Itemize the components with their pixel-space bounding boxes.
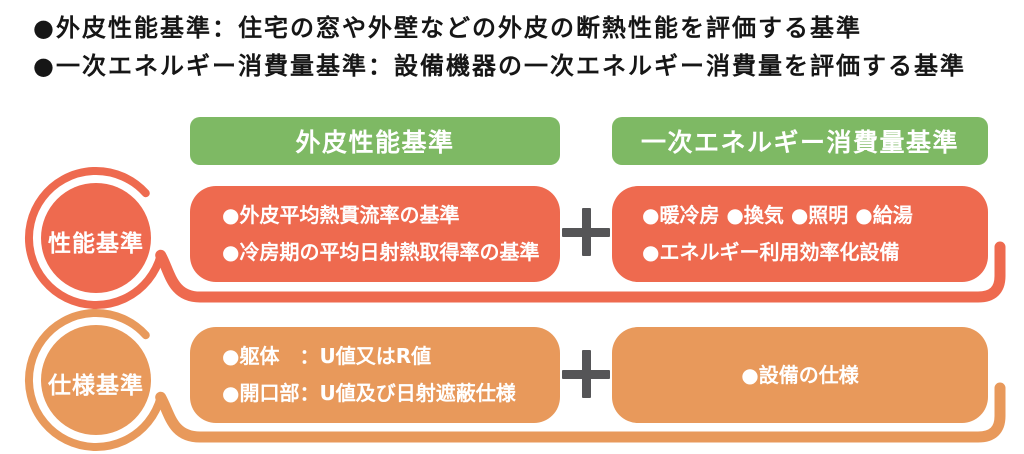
row2-equipment-item-1: ●設備の仕様 (741, 362, 859, 387)
row2-label-circle (41, 325, 151, 435)
row2-bracket-line (155, 382, 1006, 443)
row1-envelope-item-2: ●冷房期の平均日射熱取得率の基準 (222, 240, 540, 264)
row1-label-circle (41, 183, 151, 293)
row2-equipment-box: ●設備の仕様 (612, 327, 988, 423)
plus-icon (562, 208, 610, 256)
plus-icon-bar (581, 208, 591, 256)
intro-bullet-primary-energy: ●一次エネルギー消費量基準：設備機器の一次エネルギー消費量を評価する基準 (33, 52, 966, 80)
row1-ring-arc (25, 167, 165, 309)
row1-envelope-box: ●外皮平均熱貫流率の基準 ●冷房期の平均日射熱取得率の基準 (190, 186, 560, 282)
row2-envelope-box: ●躯体 ：U値又はR値 ●開口部：U値及び日射遮蔽仕様 (190, 327, 560, 423)
row1-envelope-item-1: ●外皮平均熱貫流率の基準 (222, 203, 460, 227)
plus-icon-bar (581, 350, 591, 398)
row2-ring-arc (25, 309, 165, 451)
row1-bracket-line (155, 241, 1006, 303)
header-primary-energy-standard: 一次エネルギー消費量基準 (612, 117, 988, 165)
plus-icon (562, 350, 610, 398)
row2-envelope-item-2: ●開口部：U値及び日射遮蔽仕様 (222, 381, 516, 405)
row1-circle-label: 性能基準 (48, 231, 144, 257)
row1-energy-item-1: ●暖冷房 ●換気 ●照明 ●給湯 (642, 203, 913, 227)
header-envelope-standard: 外皮性能基準 (190, 117, 560, 165)
row2-circle-label: 仕様基準 (48, 373, 144, 399)
row1-energy-box: ●暖冷房 ●換気 ●照明 ●給湯 ●エネルギー利用効率化設備 (612, 186, 988, 282)
intro-bullet-envelope: ●外皮性能基準：住宅の窓や外壁などの外皮の断熱性能を評価する基準 (33, 14, 862, 42)
row1-energy-item-2: ●エネルギー利用効率化設備 (642, 240, 900, 264)
row2-envelope-item-1: ●躯体 ：U値又はR値 (222, 344, 432, 368)
